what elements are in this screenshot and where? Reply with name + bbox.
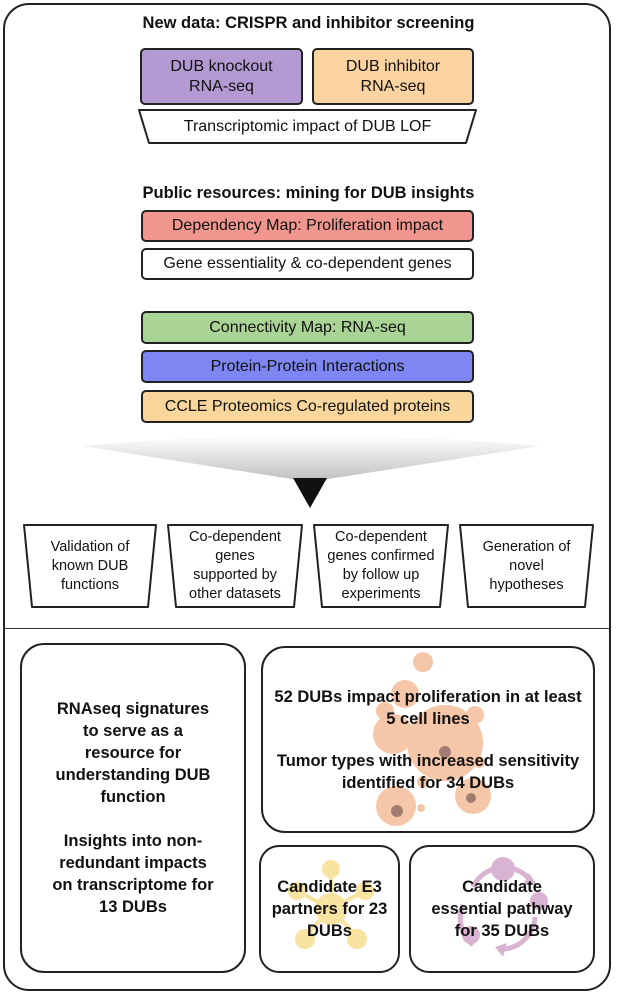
e3-line-1: Candidate E3	[277, 878, 382, 896]
outcome-3-line-4: experiments	[341, 586, 421, 602]
outcome-4-line-3: hypotheses	[489, 576, 564, 593]
dub-inhibitor-line-2: RNA-seq	[360, 77, 426, 95]
tumor-line-2: identified for 34 DUBs	[341, 773, 515, 792]
outer-frame	[3, 3, 611, 991]
pathway-line-3: for 35 DUBs	[454, 922, 550, 940]
transcriptomic-impact-label: Transcriptomic impact of DUB LOF	[183, 118, 432, 135]
ccle-proteomics-box: CCLE Proteomics Co-regulated proteins	[141, 390, 474, 423]
outcome-3-line-2: genes confirmed	[327, 548, 435, 564]
section-divider	[5, 628, 611, 629]
outcome-hypotheses: Generation of novel hypotheses	[464, 525, 589, 607]
outcome-confirmed: Co-dependent genes confirmed by follow up e…	[318, 525, 444, 607]
network-icon	[288, 860, 374, 949]
dub-knockout-line-2: RNA-seq	[189, 77, 254, 95]
protein-interactions-box: Protein-Protein Interactions	[141, 350, 474, 383]
insights-line-1: Insights into non-	[63, 832, 203, 850]
rnaseq-line-5: function	[100, 788, 166, 806]
dub-inhibitor-line-1: DUB inhibitor	[345, 57, 441, 75]
rnaseq-line-1: RNAseq signatures	[56, 700, 210, 718]
proliferation-line-1: 52 DUBs impact proliferation in at least	[274, 687, 582, 706]
insights-line-4: 13 DUBs	[99, 898, 167, 916]
pathway-line-1: Candidate	[462, 878, 542, 896]
tumor-line-1: Tumor types with increased sensitivity	[276, 751, 580, 770]
cycle-icon	[457, 857, 548, 957]
essential-pathway-card: Candidate essential pathway for 35 DUBs	[409, 845, 595, 973]
outcome-supported: Co-dependent genes supported by other datas…	[172, 525, 298, 607]
insights-line-2: redundant impacts	[59, 854, 207, 872]
outcome-1-line-1: Validation of	[50, 538, 130, 555]
outcome-2-line-2: genes	[215, 548, 255, 564]
proliferation-line-2: 5 cell lines	[386, 709, 470, 728]
rnaseq-line-4: understanding DUB	[55, 766, 211, 784]
proliferation-findings-card: 52 DUBs impact proliferation in at least…	[261, 646, 595, 833]
outcome-1-line-3: functions	[60, 576, 120, 593]
outcome-3-line-3: by follow up	[342, 567, 420, 583]
outcome-validation: Validation of known DUB functions	[28, 525, 152, 607]
dependency-map-box: Dependency Map: Proliferation impact	[141, 210, 474, 242]
rnaseq-line-3: resource for	[84, 744, 182, 762]
outcome-3-line-1: Co-dependent	[335, 529, 427, 545]
e3-line-3: DUBs	[307, 922, 352, 940]
outcome-4-line-2: novel	[509, 557, 544, 574]
outcome-2-line-1: Co-dependent	[189, 529, 281, 545]
connectivity-map-box: Connectivity Map: RNA-seq	[141, 311, 474, 344]
outcome-2-line-3: supported by	[193, 567, 277, 583]
outcome-4-line-1: Generation of	[482, 538, 571, 555]
public-resources-title: Public resources: mining for DUB insight…	[142, 184, 475, 202]
e3-line-2: partners for 23	[271, 900, 388, 918]
outcome-2-line-4: other datasets	[189, 586, 281, 602]
insights-line-3: on transcriptome for	[52, 876, 214, 894]
rnaseq-findings-card: RNAseq signatures to serve as a resource…	[20, 643, 246, 973]
new-data-title: New data: CRISPR and inhibitor screening	[142, 14, 475, 32]
gene-essentiality-box: Gene essentiality & co-dependent genes	[141, 248, 474, 280]
outcome-1-line-2: known DUB	[51, 557, 129, 574]
rnaseq-line-2: to serve as a	[83, 722, 183, 740]
bubble-chart-icon	[373, 652, 491, 826]
pathway-line-2: essential pathway	[431, 900, 573, 918]
dub-knockout-line-1: DUB knockout	[170, 57, 273, 75]
e3-partners-card: Candidate E3 partners for 23 DUBs	[259, 845, 400, 973]
